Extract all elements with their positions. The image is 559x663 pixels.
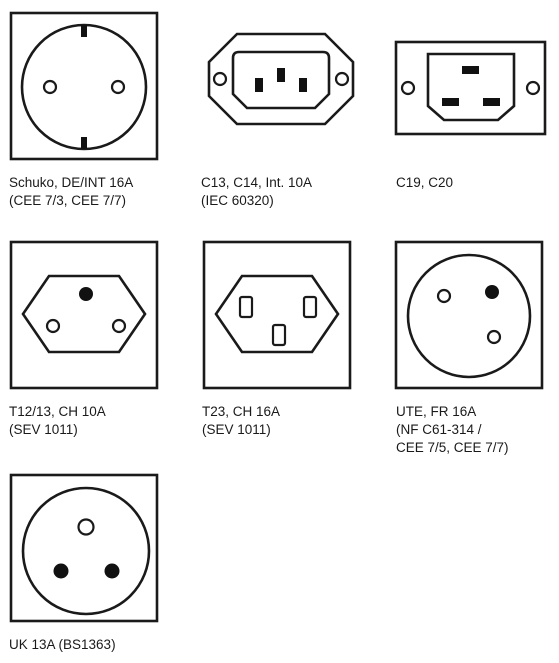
c13-caption-line: (IEC 60320) [201, 193, 274, 208]
c13-caption: C13, C14, Int. 10A (IEC 60320) [201, 174, 312, 210]
ute-caption-line: (NF C61-314 / [396, 422, 482, 437]
t12-socket-icon [9, 240, 159, 390]
c13-caption-line: C13, C14, Int. 10A [201, 175, 313, 190]
schuko-caption-line: (CEE 7/3, CEE 7/7) [9, 193, 127, 208]
c19-caption: C19, C20 [396, 174, 453, 192]
t12-caption: T12/13, CH 10A (SEV 1011) [9, 403, 106, 439]
uk-caption-line: UK 13A (BS1363) [9, 637, 116, 652]
t23-caption-line: (SEV 1011) [202, 422, 271, 437]
schuko-socket-icon [9, 11, 159, 161]
ute-caption-line: UTE, FR 16A [396, 404, 477, 419]
ute-socket-icon [394, 240, 544, 390]
c13-socket-icon [201, 22, 361, 137]
t23-caption-line: T23, CH 16A [202, 404, 281, 419]
schuko-caption: Schuko, DE/INT 16A (CEE 7/3, CEE 7/7) [9, 174, 133, 210]
c19-socket-icon [394, 40, 547, 136]
ute-caption-line: CEE 7/5, CEE 7/7) [396, 440, 509, 455]
t12-caption-line: T12/13, CH 10A [9, 404, 106, 419]
t12-caption-line: (SEV 1011) [9, 422, 78, 437]
t23-caption: T23, CH 16A (SEV 1011) [202, 403, 280, 439]
t23-socket-icon [202, 240, 352, 390]
uk-caption: UK 13A (BS1363) [9, 636, 116, 654]
uk-socket-icon [9, 473, 159, 623]
ute-caption: UTE, FR 16A (NF C61-314 / CEE 7/5, CEE 7… [396, 403, 509, 457]
schuko-caption-line: Schuko, DE/INT 16A [9, 175, 134, 190]
c19-caption-line: C19, C20 [396, 175, 454, 190]
